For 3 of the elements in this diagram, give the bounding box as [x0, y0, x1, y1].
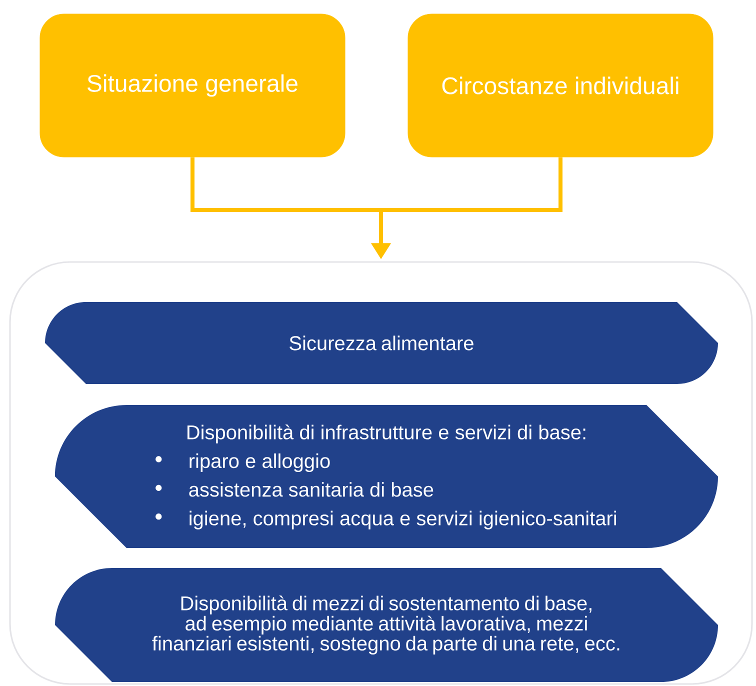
container-box: [9, 261, 753, 685]
process-box: Situazione generale: [40, 14, 346, 158]
process-box: Circostanze individuali: [408, 14, 714, 158]
